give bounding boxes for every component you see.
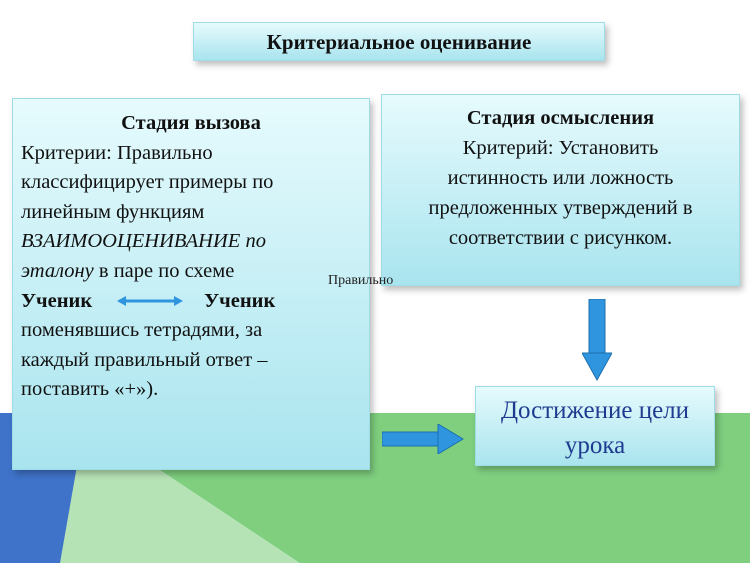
criterion-line-3: предложенных утверждений в (428, 197, 693, 219)
criteria-line-9: поставить «+»). (21, 378, 159, 401)
student-pair-row: Ученик Ученик (21, 287, 361, 317)
criteria-line-7: поменявшись тетрадями, за (21, 319, 263, 342)
challenge-stage-box: Стадия вызова Критерии: Правильно класси… (12, 98, 370, 470)
double-arrow-icon (102, 295, 198, 307)
title-box: Критериальное оценивание (193, 22, 605, 61)
criteria-line-5: эталону в паре по схеме (21, 257, 361, 287)
challenge-stage-heading: Стадия вызова (121, 112, 261, 134)
title-text: Критериальное оценивание (266, 30, 532, 54)
goal-line-2: урока (564, 432, 626, 459)
lesson-goal-box: Достижение цели урока (475, 386, 715, 466)
comprehension-stage-heading: Стадия осмысления (466, 107, 655, 129)
goal-line-1: Достижение цели (500, 397, 690, 424)
floating-label: Правильно (328, 273, 394, 288)
down-arrow-icon (582, 299, 612, 381)
etalon-text: эталону (21, 259, 94, 282)
student-right-label: Ученик (204, 289, 276, 312)
student-left-label: Ученик (21, 289, 93, 312)
criterion-line-4: соответствии с рисунком. (448, 227, 673, 249)
criteria-line-4: ВЗАИМООЦЕНИВАНИЕ по (21, 230, 266, 253)
comprehension-stage-box: Стадия осмысления Критерий: Установить и… (381, 94, 740, 286)
criteria-line-2: классифицирует примеры по (21, 171, 274, 194)
criteria-line-8: каждый правильный ответ – (21, 348, 268, 371)
criteria-line-3: линейным функциям (21, 200, 205, 223)
criteria-line-1: Критерии: Правильно (21, 141, 213, 164)
criterion-line-2: истинность или ложность (447, 167, 674, 189)
criterion-line-1: Критерий: Установить (462, 137, 659, 159)
right-arrow-icon (382, 424, 464, 454)
pair-scheme-text: в паре по схеме (93, 259, 235, 282)
